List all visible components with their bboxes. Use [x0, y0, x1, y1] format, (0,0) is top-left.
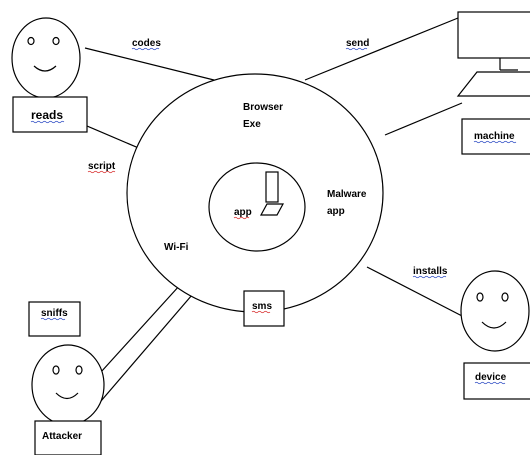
device-label: device	[475, 372, 507, 383]
edge-machine	[384, 102, 463, 136]
reads-person-face	[11, 17, 81, 99]
attacker-person-eye-right	[75, 365, 83, 375]
malware-label-line2: app	[327, 206, 345, 217]
sms-label: sms	[252, 301, 272, 312]
malware-label-line1: Malware	[327, 189, 367, 200]
reads-person-smile	[33, 65, 57, 72]
device-person-smile	[481, 321, 507, 329]
device-person-eye-right	[501, 292, 509, 302]
attacker-person-smile	[55, 392, 79, 400]
machine-box	[461, 118, 530, 155]
device-person-eye-left	[476, 292, 484, 302]
attacker-box	[34, 420, 102, 455]
sniffs-label: sniffs	[41, 308, 68, 319]
reads-box	[12, 96, 88, 133]
attacker-person-eye-left	[52, 365, 60, 375]
browser-label-line2: Exe	[243, 119, 261, 130]
app-label: app	[234, 207, 252, 218]
edge-codes	[84, 47, 223, 83]
edge-label-installs: installs	[413, 266, 448, 277]
wifi-label: Wi-Fi	[164, 242, 189, 253]
edge-attacker-2	[100, 287, 199, 402]
monitor-icon	[457, 11, 530, 59]
sms-box	[243, 290, 285, 327]
device-person-face	[460, 270, 530, 352]
attacker-person-face	[31, 344, 105, 426]
app-circle	[208, 162, 306, 252]
browser-label-line1: Browser	[243, 102, 283, 113]
machine-label: machine	[474, 131, 515, 142]
attacker-label: Attacker	[42, 431, 82, 442]
keyboard-icon	[456, 71, 530, 97]
edge-attacker-1	[100, 284, 181, 373]
reads-person-eye-left	[27, 36, 35, 46]
sniffs-box	[28, 301, 81, 337]
edge-send	[304, 17, 459, 81]
edge-installs	[366, 266, 465, 318]
reads-person-eye-right	[52, 36, 60, 46]
phone-icon	[259, 171, 285, 216]
edge-label-script: script	[88, 161, 116, 172]
device-box	[463, 362, 530, 400]
reads-label: reads	[31, 108, 63, 122]
edge-label-send: send	[346, 38, 369, 49]
edge-label-codes: codes	[132, 38, 161, 49]
